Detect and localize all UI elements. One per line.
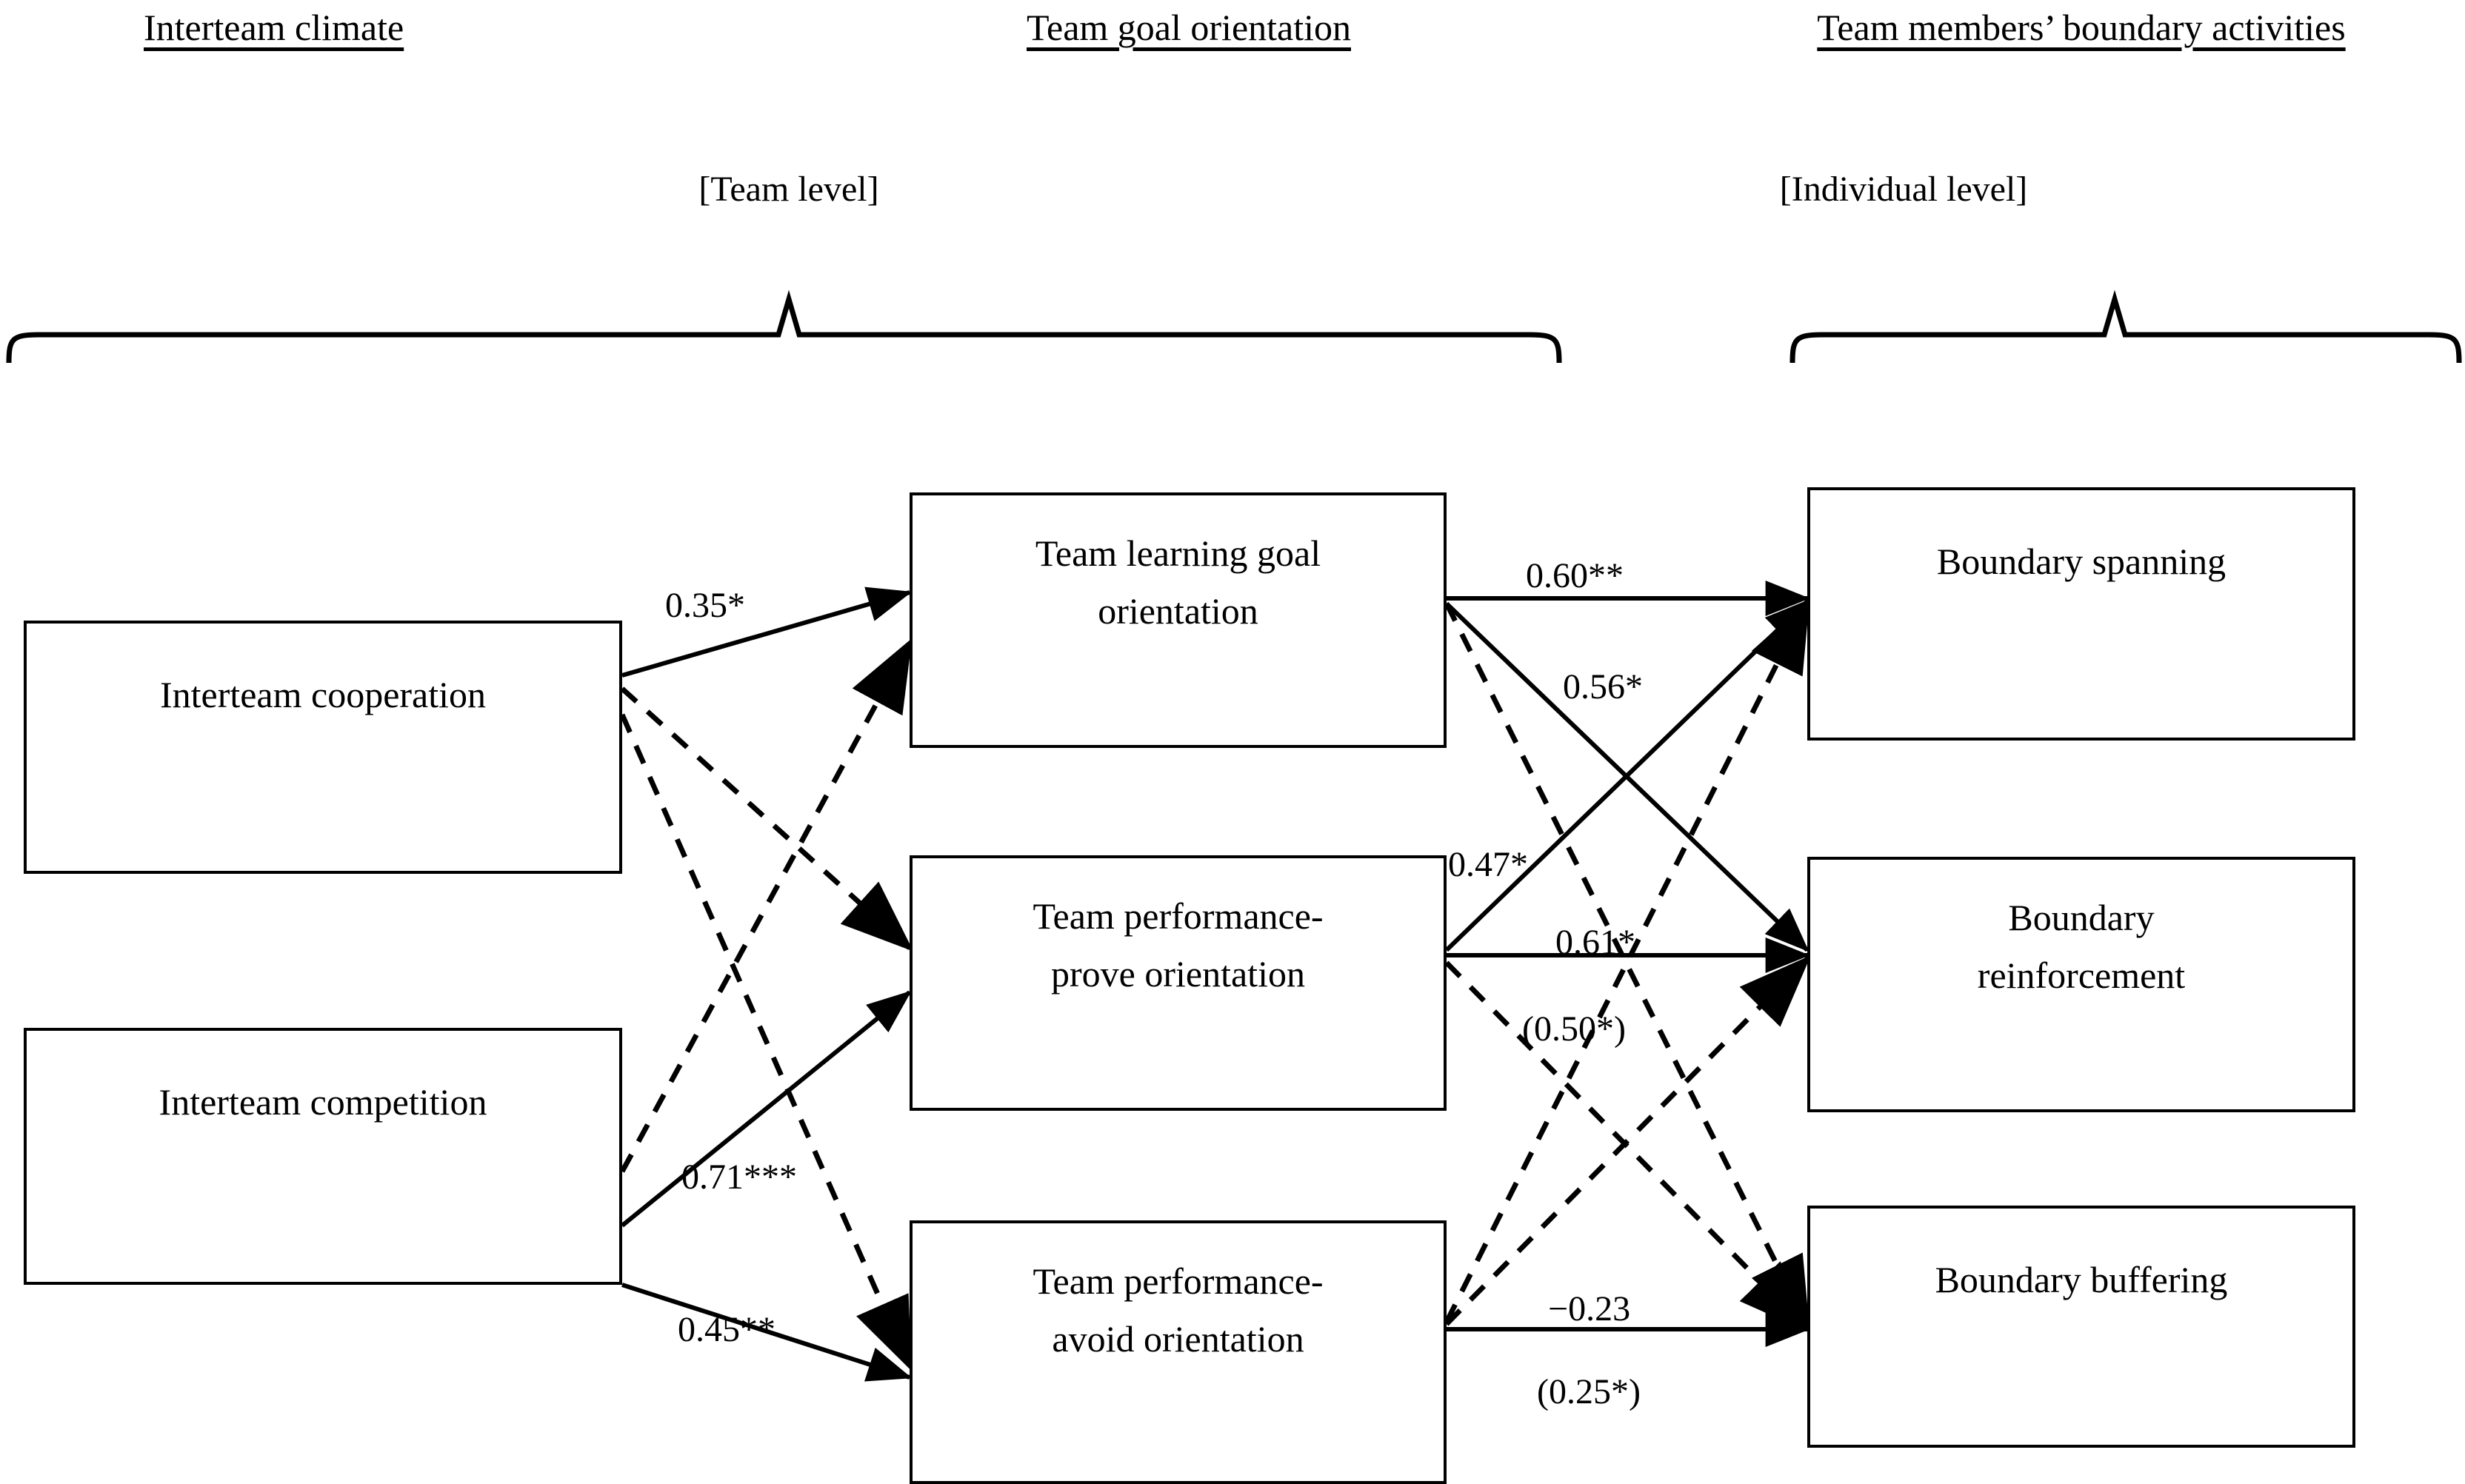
edge-avoid-to-reinforcement	[1444, 955, 1811, 1326]
coef-prove-spanning: 0.47*	[1448, 845, 1528, 884]
node-box-team-learning-goal-orientation: Team learning goal orientation	[910, 492, 1447, 748]
node-label-line: Boundary	[2008, 897, 2155, 938]
node-label-team-learning-goal-orientation: Team learning goal orientation	[913, 525, 1444, 640]
coef-avoid-buffering-indirect: (0.25*)	[1537, 1372, 1641, 1411]
node-label-line: Interteam cooperation	[159, 674, 487, 715]
level-braces	[6, 290, 2462, 364]
coef-competition-avoid: 0.45**	[678, 1310, 775, 1349]
node-label-line: orientation	[1098, 589, 1258, 632]
node-label-boundary-reinforcement: Boundary reinforcement	[1810, 889, 2352, 1004]
individual-level-brace	[1789, 290, 2462, 364]
node-label-boundary-spanning: Boundary spanning	[1810, 533, 2352, 591]
node-label-boundary-buffering: Boundary buffering	[1810, 1251, 2352, 1309]
edge-cooperation-to-prove	[620, 686, 914, 952]
level-label-individual-level: [Individual level]	[1779, 170, 2028, 209]
coef-prove-reinforcement-indirect: (0.50*)	[1522, 1009, 1626, 1049]
edge-prove-to-spanning	[1444, 599, 1809, 952]
path-edges	[619, 581, 1811, 1382]
node-label-line: Team performance-	[1033, 1260, 1324, 1302]
node-box-boundary-spanning: Boundary spanning	[1807, 487, 2355, 741]
node-label-line: Interteam competition	[159, 1081, 487, 1123]
node-label-line: Team learning goal	[1035, 532, 1321, 574]
node-label-line: prove orientation	[1051, 952, 1305, 995]
coef-competition-prove: 0.71***	[681, 1157, 797, 1197]
node-box-boundary-reinforcement: Boundary reinforcement	[1807, 857, 2355, 1112]
edge-cooperation-to-learning	[621, 586, 913, 678]
node-box-interteam-competition: Interteam competition	[24, 1028, 622, 1285]
node-label-line: Team performance-	[1033, 895, 1324, 937]
node-label-line: avoid orientation	[1052, 1317, 1304, 1360]
edge-competition-to-avoid	[621, 1283, 913, 1382]
team-level-brace	[6, 290, 1562, 364]
node-label-interteam-cooperation: Interteam cooperation	[27, 666, 619, 724]
node-label-line: reinforcement	[1977, 954, 2186, 996]
node-box-team-performance-prove-orientation: Team performance-prove orientation	[910, 855, 1447, 1111]
level-label-team-level: [Team level]	[698, 170, 879, 209]
coef-learning-spanning: 0.60**	[1526, 556, 1624, 595]
edge-competition-to-learning	[619, 638, 913, 1173]
column-header-team-goal-orientation: Team goal orientation	[1026, 7, 1351, 48]
column-header-team-members-boundary-activities: Team members’ boundary activities	[1817, 7, 2346, 48]
edge-competition-to-prove	[621, 990, 912, 1228]
coef-cooperation-learning: 0.35*	[665, 586, 745, 625]
node-label-team-performance-avoid-orientation: Team performance-avoid orientation	[913, 1253, 1444, 1368]
node-label-team-performance-prove-orientation: Team performance-prove orientation	[913, 888, 1444, 1003]
coef-avoid-buffering: −0.23	[1548, 1289, 1631, 1328]
coef-prove-reinforcement: 0.61*	[1555, 923, 1635, 962]
edge-prove-to-buffering	[1444, 960, 1811, 1333]
node-box-team-performance-avoid-orientation: Team performance-avoid orientation	[910, 1220, 1447, 1484]
node-label-interteam-competition: Interteam competition	[27, 1074, 619, 1132]
coef-learning-reinforcement: 0.56*	[1563, 667, 1643, 706]
node-box-boundary-buffering: Boundary buffering	[1807, 1206, 2355, 1448]
node-label-line: Boundary spanning	[1936, 541, 2226, 582]
node-box-interteam-cooperation: Interteam cooperation	[24, 621, 622, 874]
column-header-interteam-climate: Interteam climate	[144, 7, 404, 48]
edge-cooperation-to-avoid	[619, 713, 913, 1371]
node-label-line: Boundary buffering	[1935, 1259, 2228, 1300]
